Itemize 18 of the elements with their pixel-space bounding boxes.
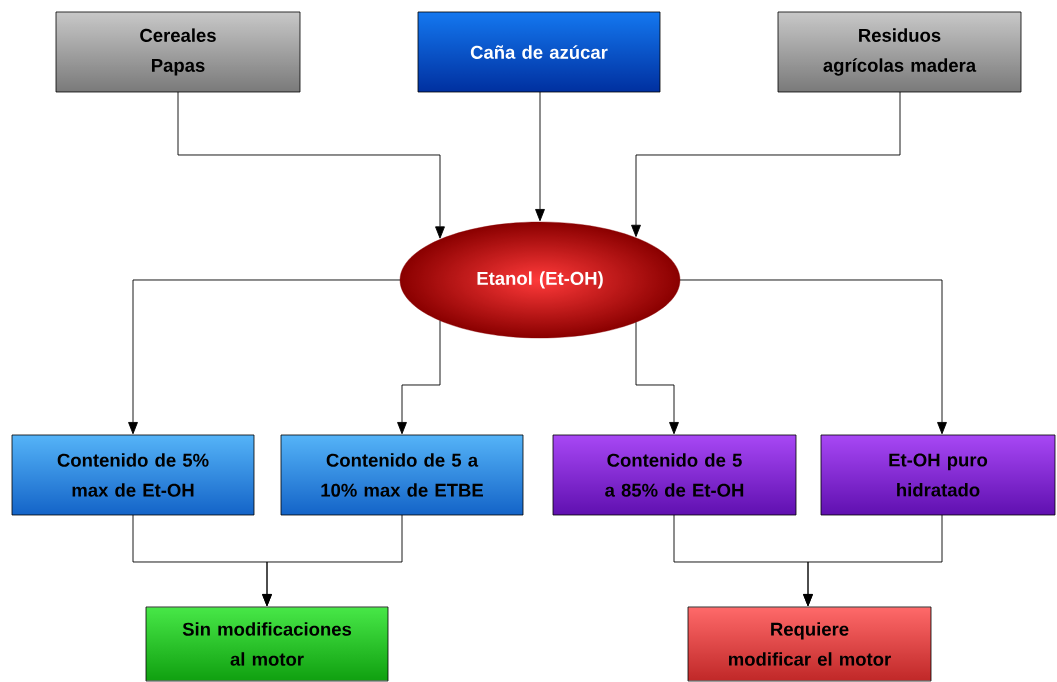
process-box: Et-OH puro hidratado bbox=[820, 434, 1056, 516]
arrow bbox=[128, 279, 401, 435]
process-box: Contenido de 5 a 10% max de ETBE bbox=[280, 434, 524, 516]
process-box: Contenido de 5 a 85% de Et-OH bbox=[552, 434, 797, 516]
arrow bbox=[679, 279, 947, 435]
process-box: Requiere modificar el motor bbox=[687, 606, 932, 682]
arrow bbox=[535, 91, 545, 222]
process-box: Contenido de 5% max de Et-OH bbox=[11, 434, 255, 516]
arrow bbox=[177, 91, 445, 239]
process-box: Residuos agrícolas madera bbox=[777, 11, 1022, 93]
process-box: Cereales Papas bbox=[55, 11, 301, 93]
process-box: Sin modificaciones al motor bbox=[145, 606, 389, 682]
arrow bbox=[397, 320, 441, 435]
arrow bbox=[635, 321, 679, 435]
arrow bbox=[262, 514, 403, 607]
arrow bbox=[631, 91, 901, 237]
process-box: Caña de azúcar bbox=[417, 11, 661, 93]
arrow bbox=[803, 514, 943, 607]
